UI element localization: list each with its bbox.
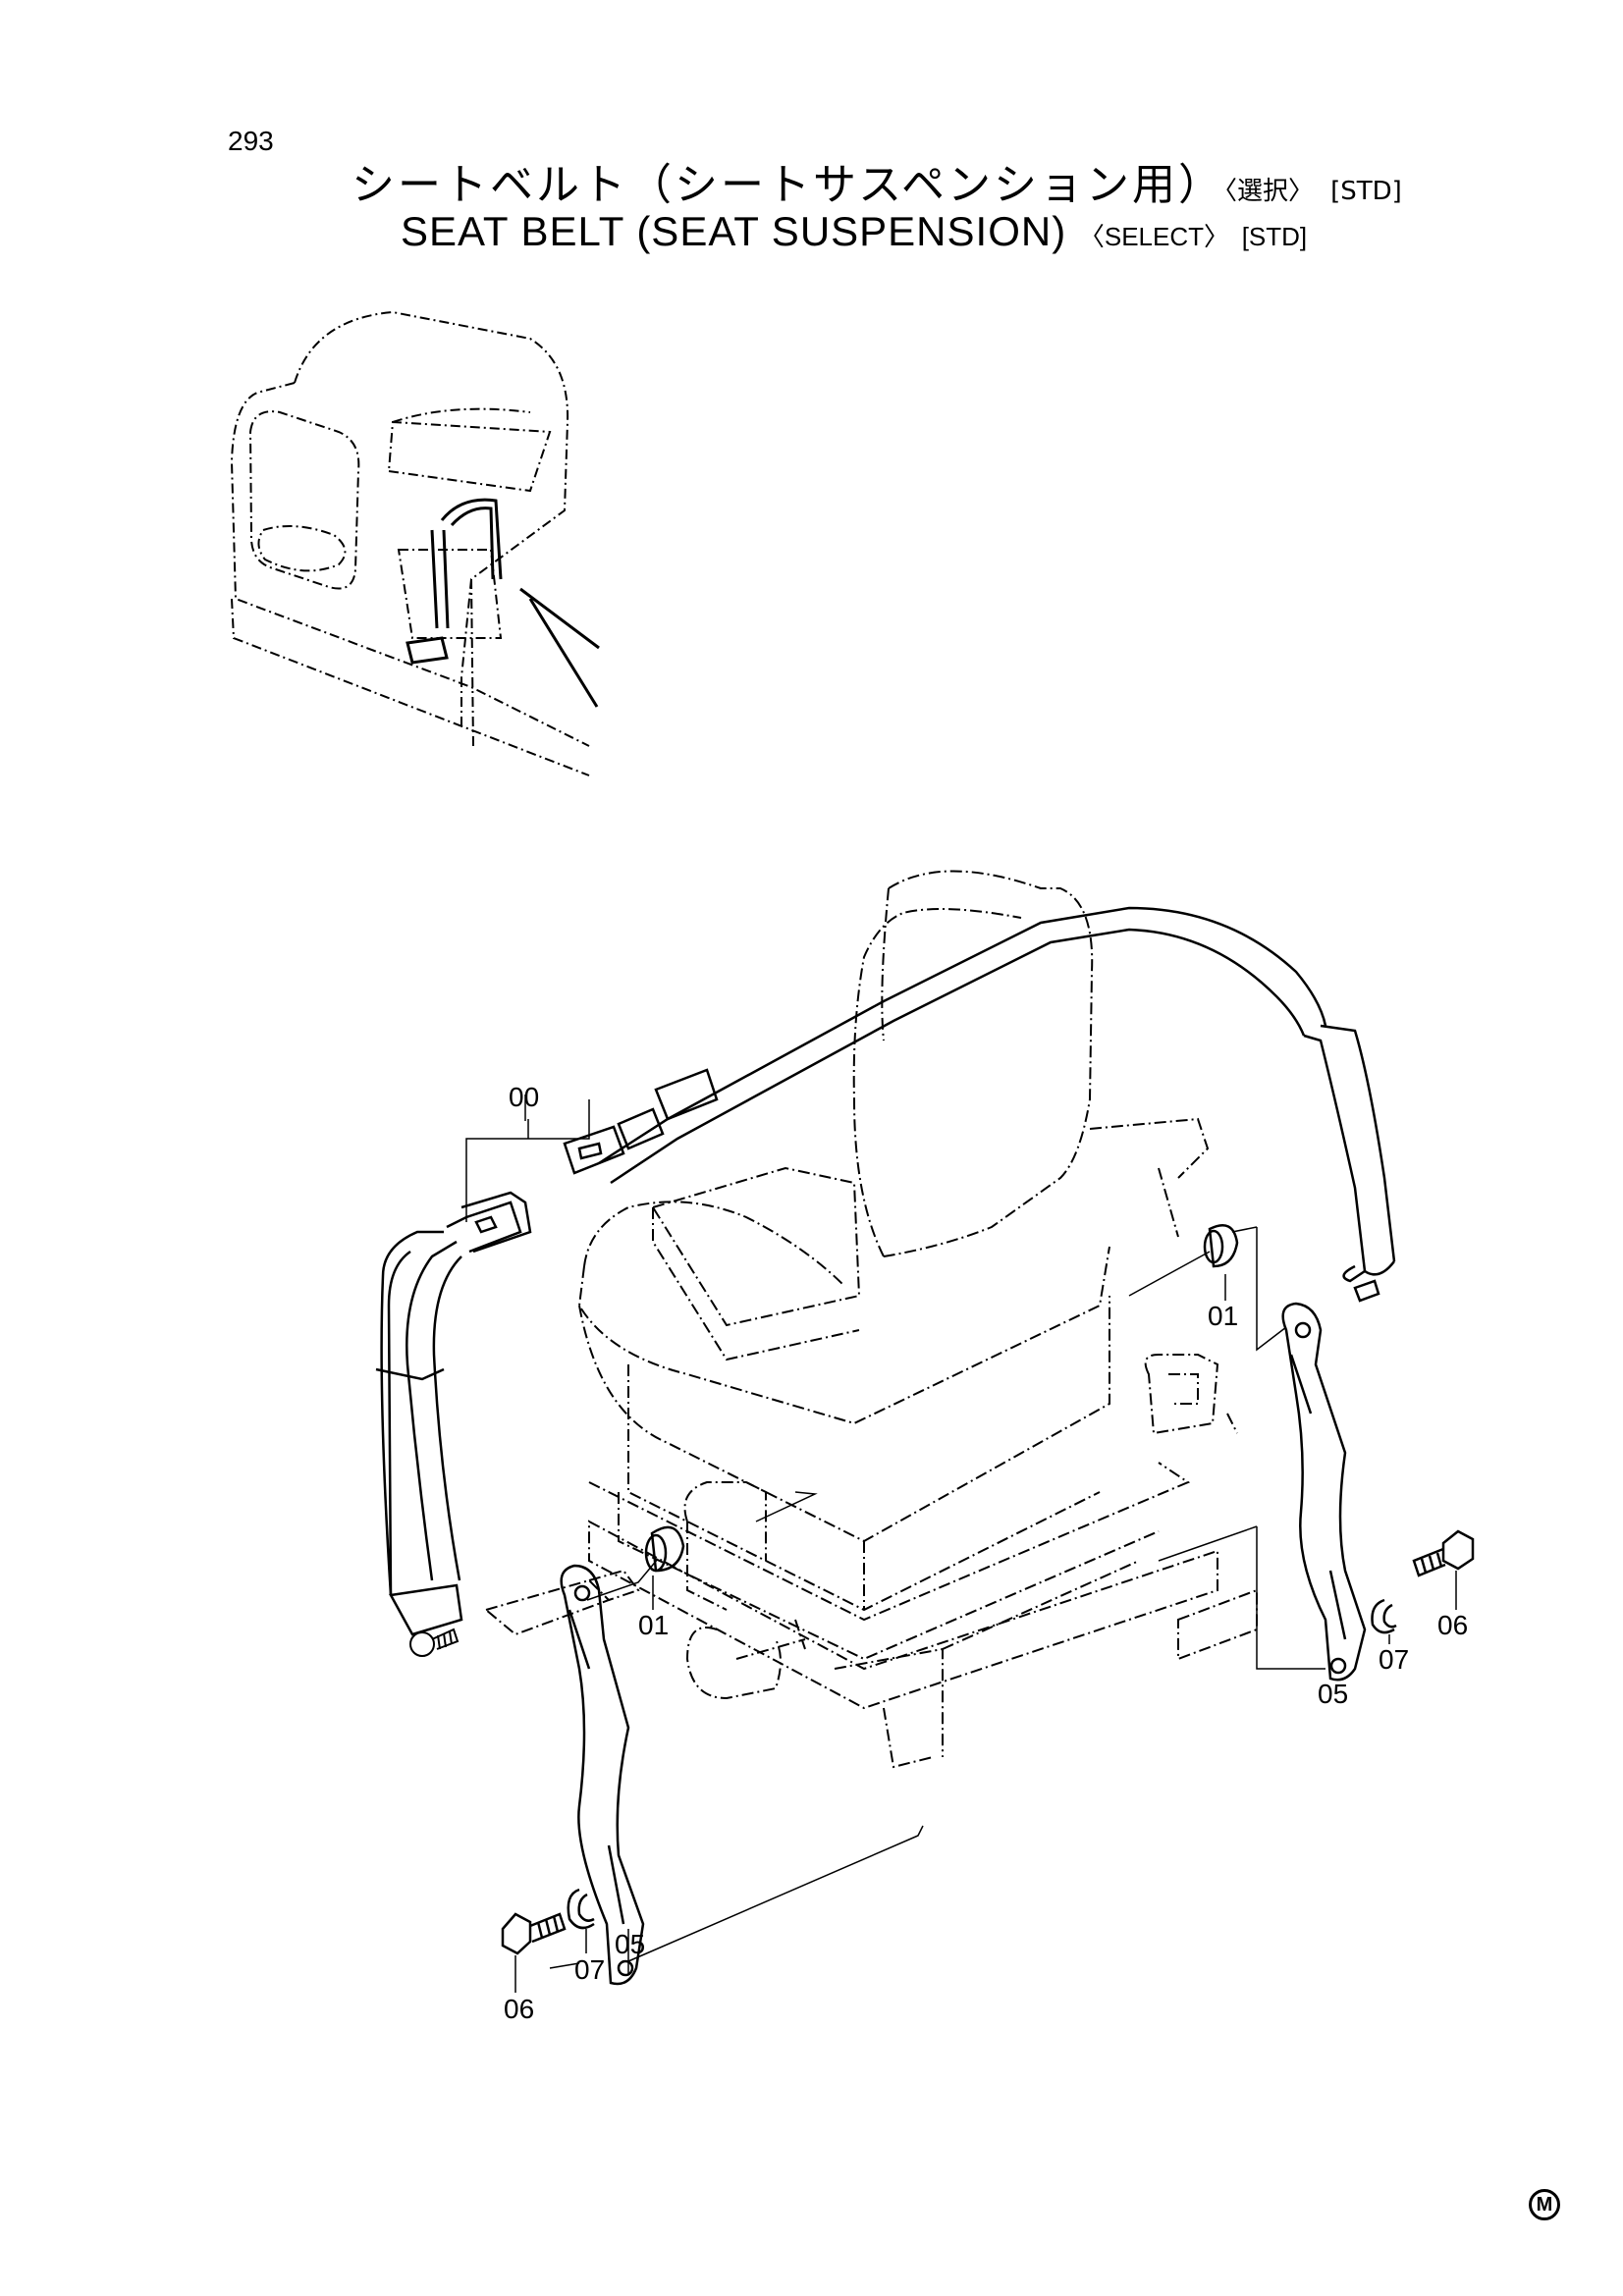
title-japanese-std: [STD] [1330,177,1402,206]
callout-01-right: 01 [1208,1301,1238,1331]
right-shoulder-belt [563,906,1396,1303]
page-number: 293 [228,126,274,156]
cab-seat-belt-highlight [406,498,600,708]
left-belt [375,1191,532,1636]
leader-lines [465,1095,1325,1969]
seat-assembly [483,870,1258,1769]
callout-labels: 00 01 01 05 05 06 06 07 07 [504,1082,1468,2024]
callout-ticks [514,1119,1457,1993]
bolts-06 [501,1529,1475,1955]
callout-06-left: 06 [504,1994,534,2024]
title-english-std: [STD] [1241,222,1308,251]
callout-07-left: 07 [574,1954,605,1985]
cab-overview [230,310,590,776]
callout-07-right: 07 [1379,1644,1409,1675]
left-link-05 [560,1564,645,1986]
title-english: SEAT BELT (SEAT SUSPENSION) 〈SELECT〉 [ST… [401,208,1307,255]
title-english-main: SEAT BELT (SEAT SUSPENSION) [401,208,1067,254]
corner-mark: M [1529,2189,1560,2220]
right-link-05 [1281,1302,1367,1682]
callout-00: 00 [509,1082,539,1112]
callout-06-right: 06 [1437,1610,1468,1640]
left-bolt [409,1628,460,1657]
callout-05-left: 05 [615,1929,645,1959]
spacers-01 [644,1224,1239,1573]
washers-07 [567,1598,1397,1930]
title-japanese-select: 〈選択〉 [1224,177,1315,206]
title-japanese: シートベルト（シートサスペンション用）〈選択〉 [STD] [352,149,1402,212]
callout-05-right: 05 [1318,1679,1348,1709]
callout-01-left: 01 [638,1610,669,1640]
title-english-select: 〈SELECT〉 [1078,222,1230,251]
title-japanese-main: シートベルト（シートサスペンション用） [352,160,1225,210]
